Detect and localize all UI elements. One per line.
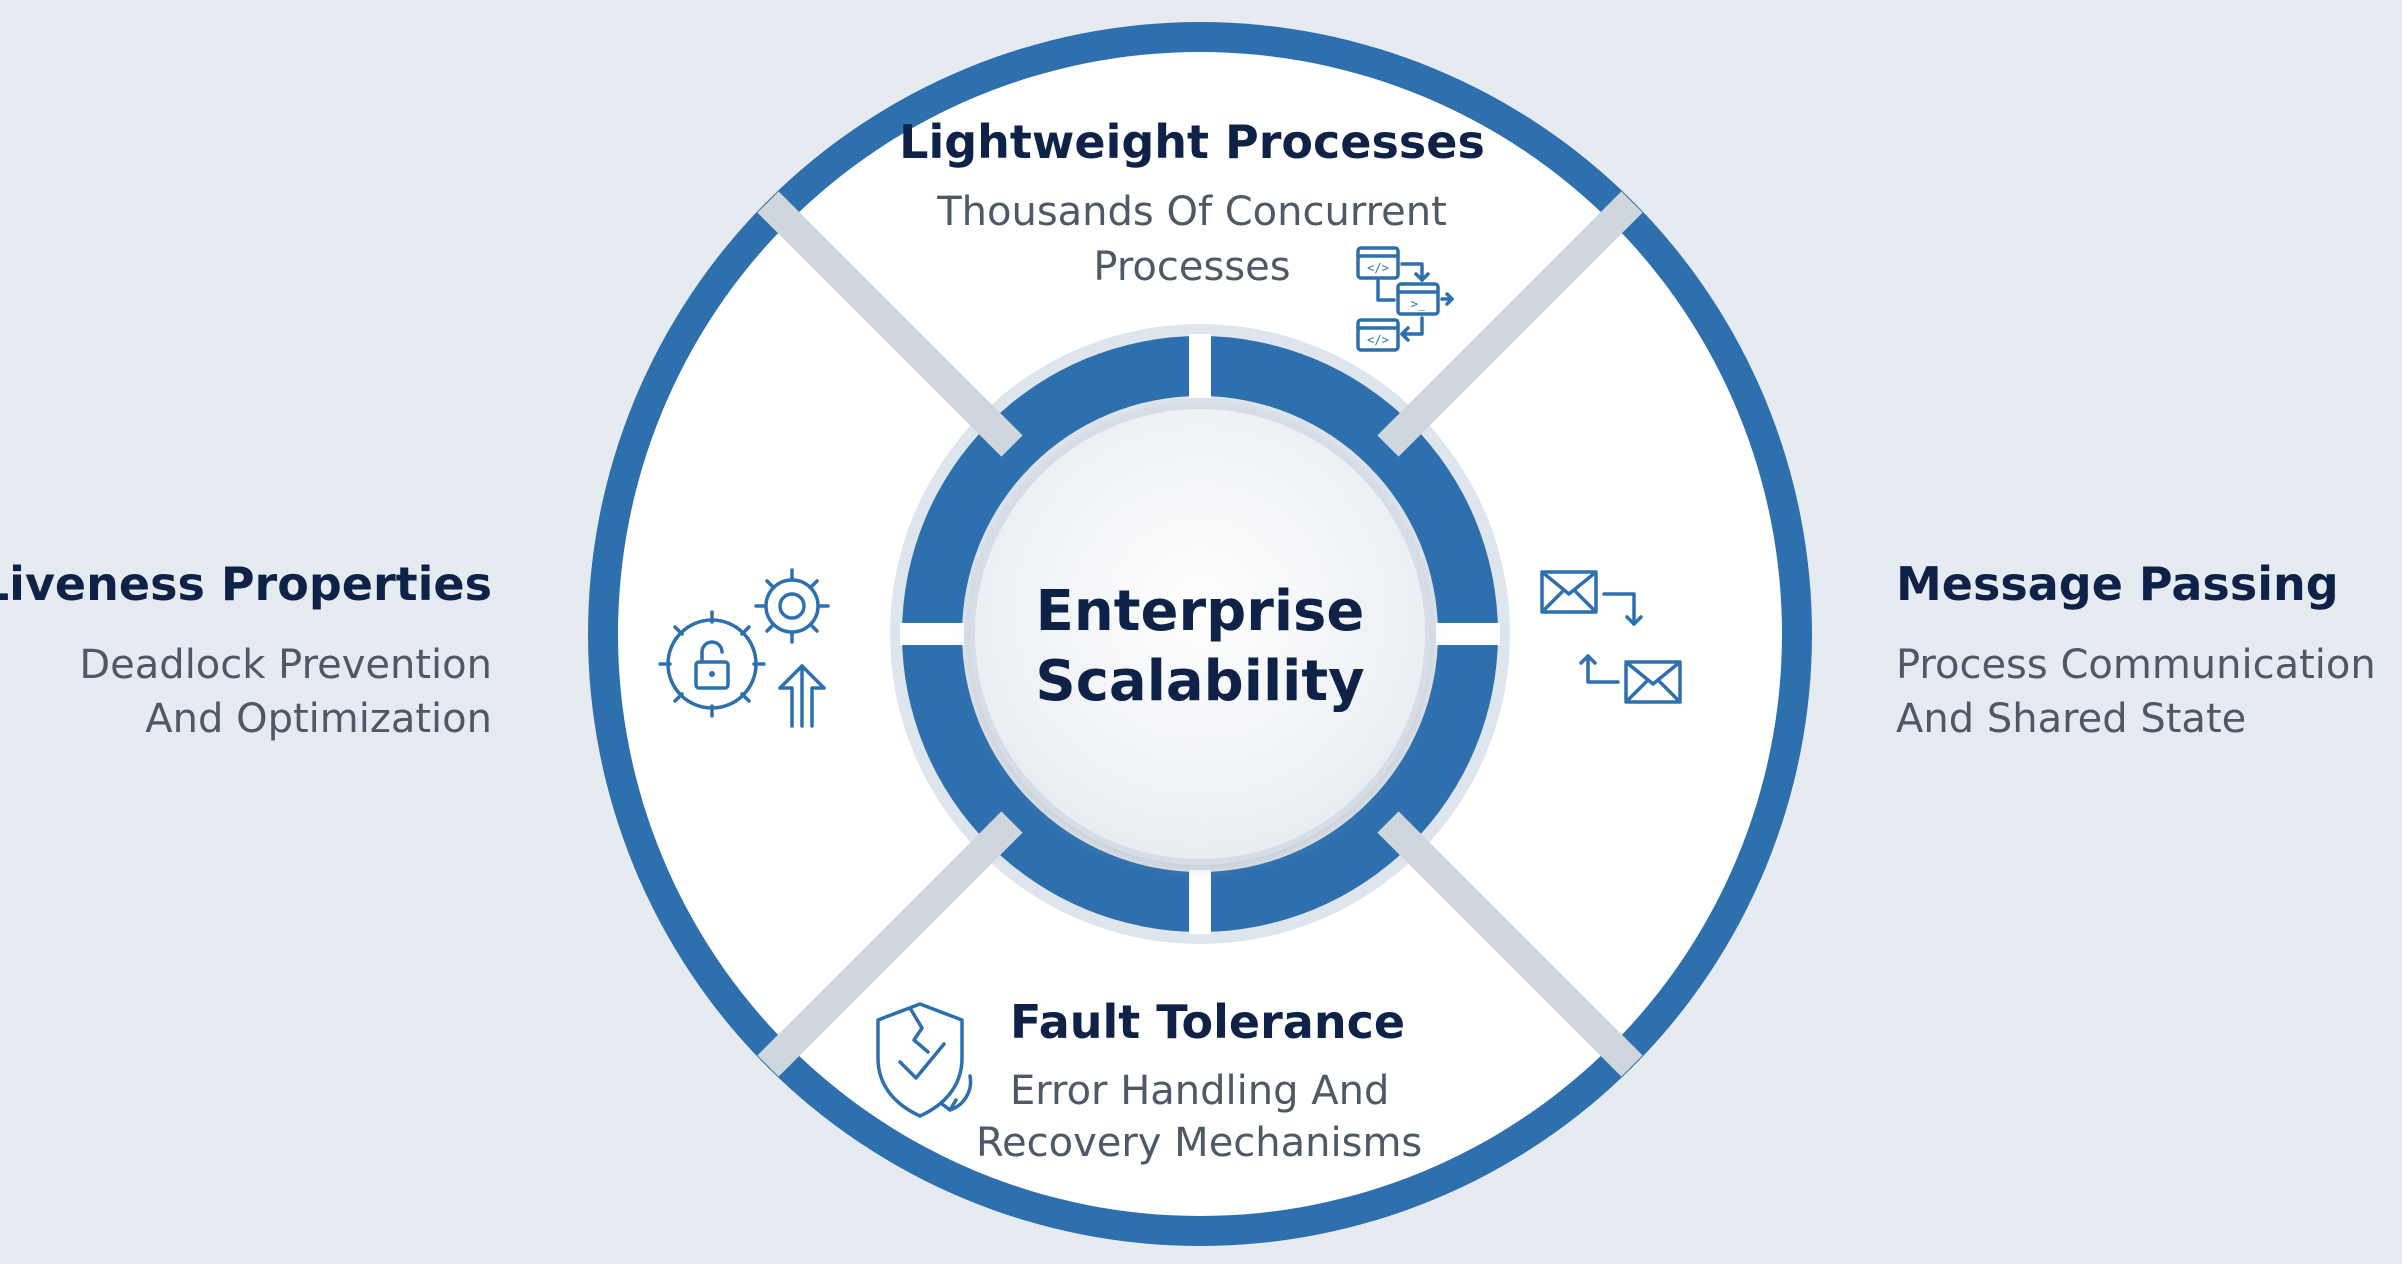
- segment-description-line2: And Optimization: [145, 696, 492, 742]
- center-title-line1: Enterprise: [1036, 579, 1365, 644]
- segment-title: Message Passing: [1896, 557, 2339, 611]
- segment-dividers: [757, 191, 1643, 1077]
- center-title-line2: Scalability: [1035, 649, 1364, 714]
- segment-description-line1: Deadlock Prevention: [79, 642, 492, 688]
- segment-description-line1: Error Handling And: [1010, 1068, 1389, 1114]
- segment-description-line2: Recovery Mechanisms: [976, 1120, 1422, 1166]
- envelope-exchange-icon: [1540, 570, 1682, 704]
- segment-description-line1: Process Communication: [1896, 642, 2376, 688]
- segment-title: Fault Tolerance: [1010, 995, 1405, 1049]
- gears-unlock-icon: [658, 568, 830, 728]
- center-hub: Enterprise Scalability: [969, 403, 1431, 865]
- segment-title: Lightweight Processes: [899, 115, 1485, 169]
- process-flow-icon: </> >_ </>: [1356, 246, 1454, 352]
- svg-text:>_: >_: [1411, 297, 1426, 311]
- segment-lightweight-processes: Lightweight Processes Thousands Of Concu…: [899, 115, 1485, 352]
- segment-description-line2: Processes: [1093, 244, 1290, 290]
- segment-title: Liveness Properties: [0, 557, 492, 611]
- svg-text:</>: </>: [1367, 333, 1389, 347]
- shield-check-icon: [876, 1002, 973, 1118]
- segment-liveness-properties: Liveness Properties Deadlock Prevention …: [0, 557, 492, 742]
- svg-text:</>: </>: [1367, 261, 1389, 275]
- segment-fault-tolerance: Fault Tolerance Error Handling And Recov…: [876, 995, 1422, 1166]
- segment-description-line1: Thousands Of Concurrent: [936, 189, 1447, 235]
- segment-description-line2: And Shared State: [1896, 696, 2246, 742]
- segment-message-passing: Message Passing Process Communication An…: [1896, 557, 2376, 742]
